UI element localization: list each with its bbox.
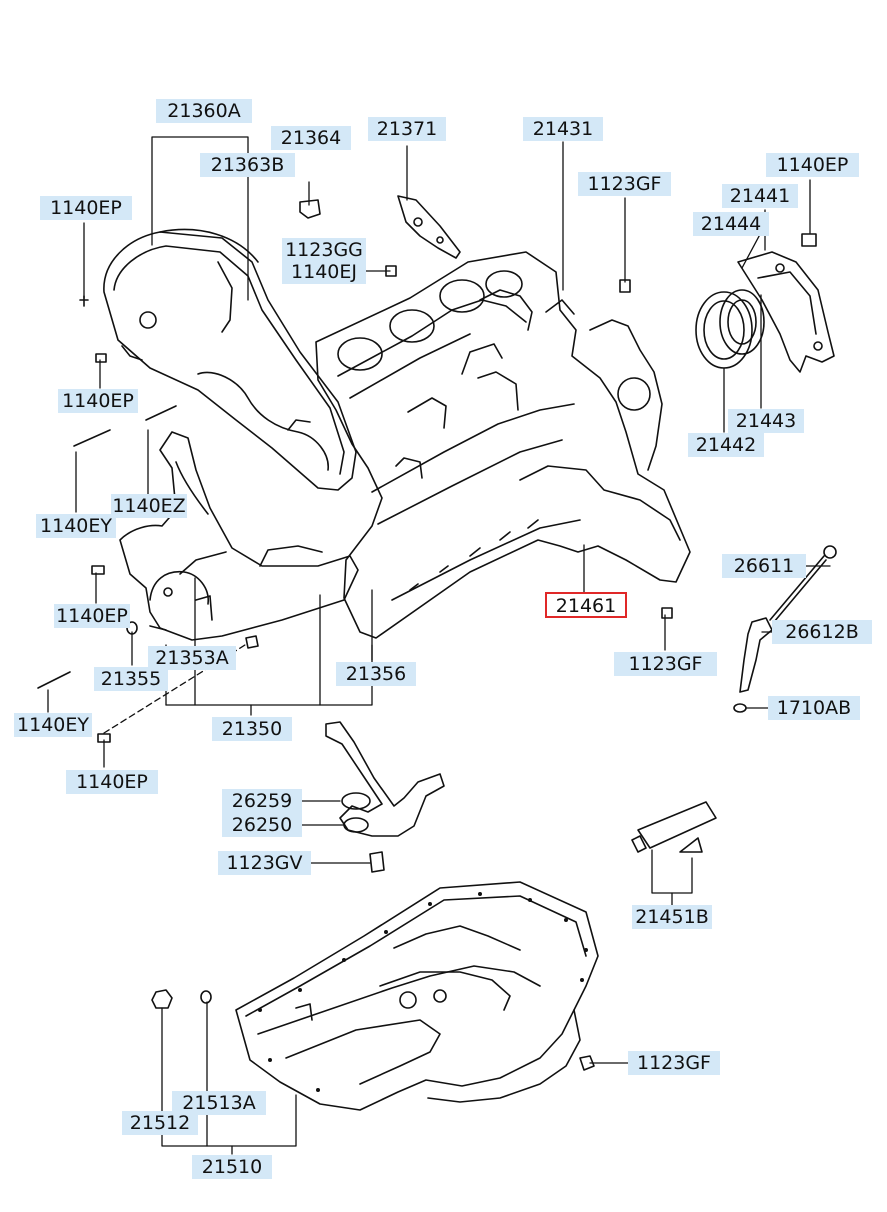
part-callout-1123GG[interactable]: 1123GG [282, 238, 366, 262]
part-callout-1123GV[interactable]: 1123GV [218, 851, 311, 875]
part-callout-21364[interactable]: 21364 [271, 126, 351, 150]
part-callout-26250[interactable]: 26250 [222, 813, 302, 837]
part-callout-1123GF-bottom[interactable]: 1123GF [628, 1051, 720, 1075]
part-callout-21444[interactable]: 21444 [693, 212, 769, 236]
part-callout-1140EJ[interactable]: 1140EJ [282, 260, 366, 284]
part-callout-21510[interactable]: 21510 [192, 1155, 272, 1179]
part-callout-21353A[interactable]: 21353A [148, 646, 236, 670]
part-callout-21442[interactable]: 21442 [688, 433, 764, 457]
part-callout-21513A[interactable]: 21513A [172, 1091, 266, 1115]
part-callout-1140EP-right[interactable]: 1140EP [766, 153, 859, 177]
part-callout-1140EZ[interactable]: 1140EZ [111, 494, 187, 518]
part-callout-1140EY-b[interactable]: 1140EY [14, 713, 92, 737]
part-callout-1140EY-a[interactable]: 1140EY [36, 514, 116, 538]
fasteners [37, 199, 817, 743]
part-callout-1140EP-left-2[interactable]: 1140EP [58, 389, 138, 413]
oil-pan [151, 881, 599, 1111]
part-callout-1123GF-mid[interactable]: 1123GF [614, 652, 717, 676]
part-callout-21441[interactable]: 21441 [722, 184, 798, 208]
part-callout-21371[interactable]: 21371 [368, 117, 446, 141]
part-callout-1710AB[interactable]: 1710AB [768, 696, 860, 720]
part-callout-21443[interactable]: 21443 [728, 409, 804, 433]
part-callout-21461-selected[interactable]: 21461 [545, 592, 627, 618]
engine-bracket-21371 [397, 195, 461, 259]
part-callout-1123GF-top[interactable]: 1123GF [578, 172, 671, 196]
part-callout-21363B[interactable]: 21363B [200, 153, 295, 177]
oil-pickup [325, 721, 445, 873]
part-callout-21360A[interactable]: 21360A [156, 99, 252, 123]
engine-block [315, 251, 691, 639]
oil-dipstick [733, 545, 837, 713]
part-callout-21350[interactable]: 21350 [212, 717, 292, 741]
part-callout-26611[interactable]: 26611 [722, 554, 806, 578]
sealant-tube-21451B [631, 801, 717, 853]
part-callout-26612B[interactable]: 26612B [772, 620, 872, 644]
part-callout-1140EP-left-3[interactable]: 1140EP [54, 604, 130, 628]
rear-seal-assembly [695, 251, 835, 373]
part-callout-21355[interactable]: 21355 [94, 667, 168, 691]
part-callout-1140EP-top-left[interactable]: 1140EP [40, 196, 132, 220]
part-callout-21431[interactable]: 21431 [523, 117, 603, 141]
part-callout-21356[interactable]: 21356 [336, 662, 416, 686]
timing-cover-lower [119, 431, 359, 641]
timing-cover-upper [103, 228, 357, 491]
part-callout-21512[interactable]: 21512 [122, 1111, 198, 1135]
part-callout-26259[interactable]: 26259 [222, 789, 302, 813]
part-callout-1140EP-bottom[interactable]: 1140EP [66, 770, 158, 794]
part-callout-21451B[interactable]: 21451B [632, 905, 712, 929]
